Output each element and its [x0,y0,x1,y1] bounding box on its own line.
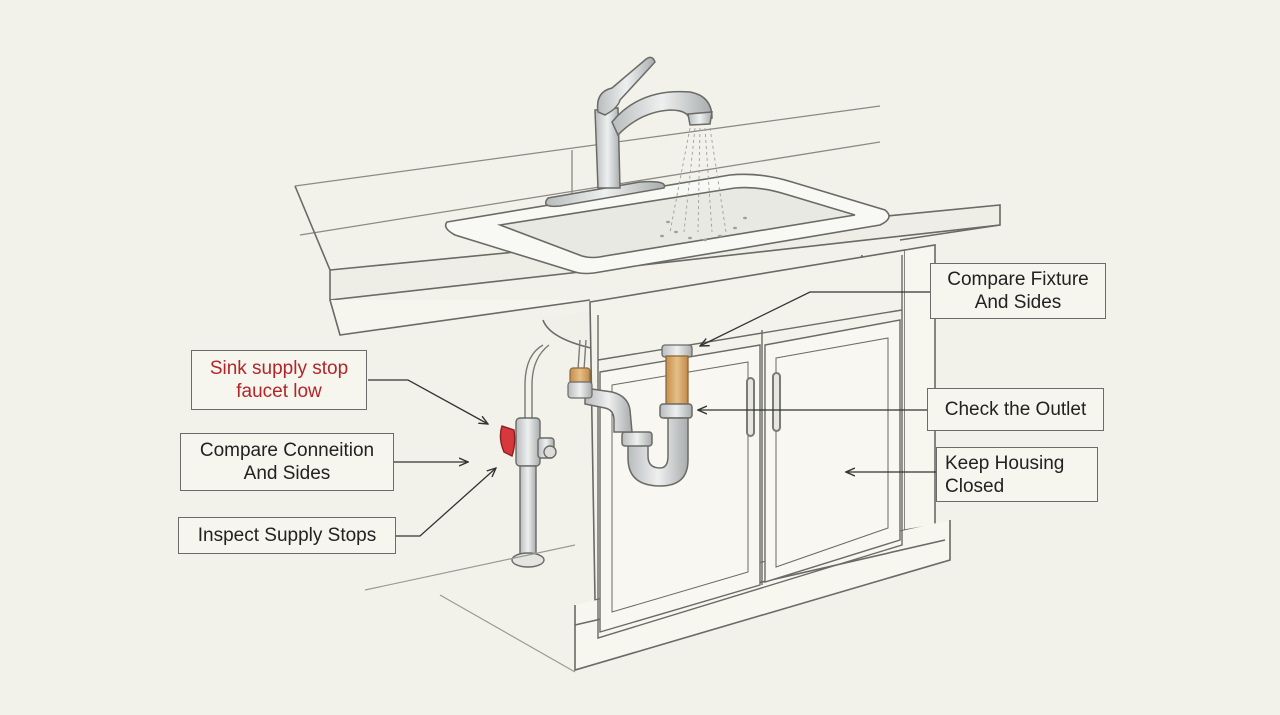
callout-check-outlet: Check the Outlet [927,388,1104,431]
p-trap-icon [584,387,693,487]
splash-drops [660,216,747,242]
callout-compare-fixture: Compare Fixture And Sides [930,263,1106,319]
floor-lines [364,544,576,673]
supply-line [524,339,587,420]
cabinet-door-left [599,344,761,633]
faucet-icon [545,56,713,208]
callout-inspect-supply-stops: Inspect Supply Stops [178,517,396,554]
cabinet-door-right [764,319,901,583]
shutoff-valve-icon [499,417,557,568]
callout-keep-housing-closed: Keep Housing Closed [936,447,1098,502]
cabinet-frame [597,255,903,639]
leader-lines [368,291,936,537]
water-spray [669,127,727,233]
door-handles [746,372,781,437]
tailpiece [661,344,693,407]
brass-valve [567,367,593,399]
wall-lines [294,105,881,236]
callout-sink-supply-stop: Sink supply stop faucet low [191,350,367,410]
callout-compare-connection: Compare Conneition And Sides [180,433,394,491]
